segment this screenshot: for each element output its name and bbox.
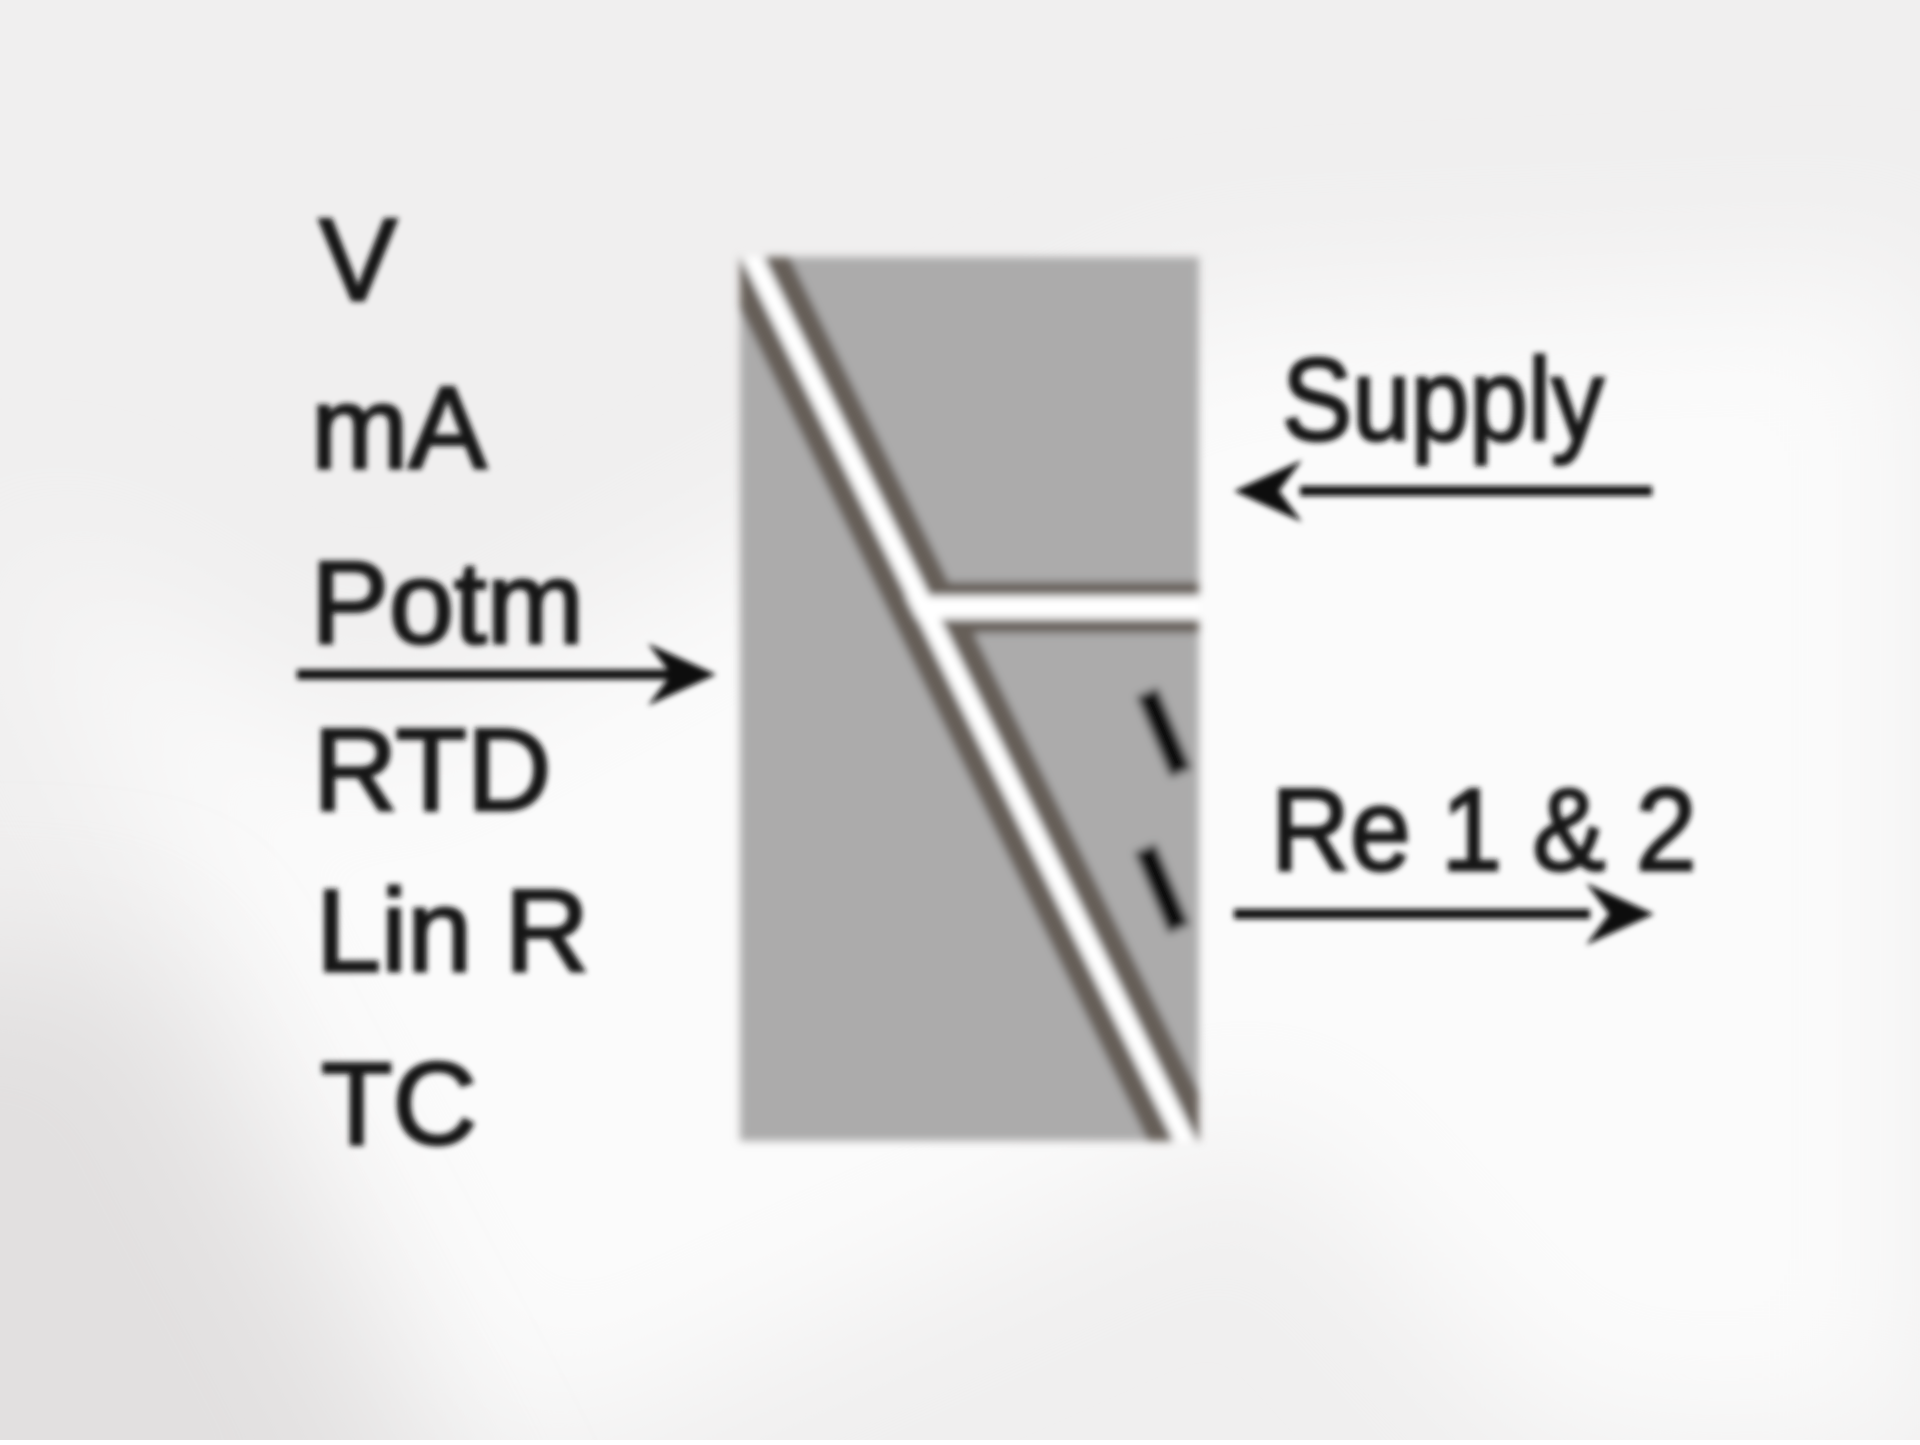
svg-text:V: V [319,194,397,325]
svg-text:TC: TC [321,1038,477,1169]
svg-text:RTD: RTD [313,704,551,835]
svg-text:Lin R: Lin R [316,865,589,996]
svg-text:Potm: Potm [311,537,584,668]
svg-text:Supply: Supply [1282,334,1604,465]
svg-text:mA: mA [311,362,487,493]
svg-text:Re 1 & 2: Re 1 & 2 [1271,765,1697,896]
